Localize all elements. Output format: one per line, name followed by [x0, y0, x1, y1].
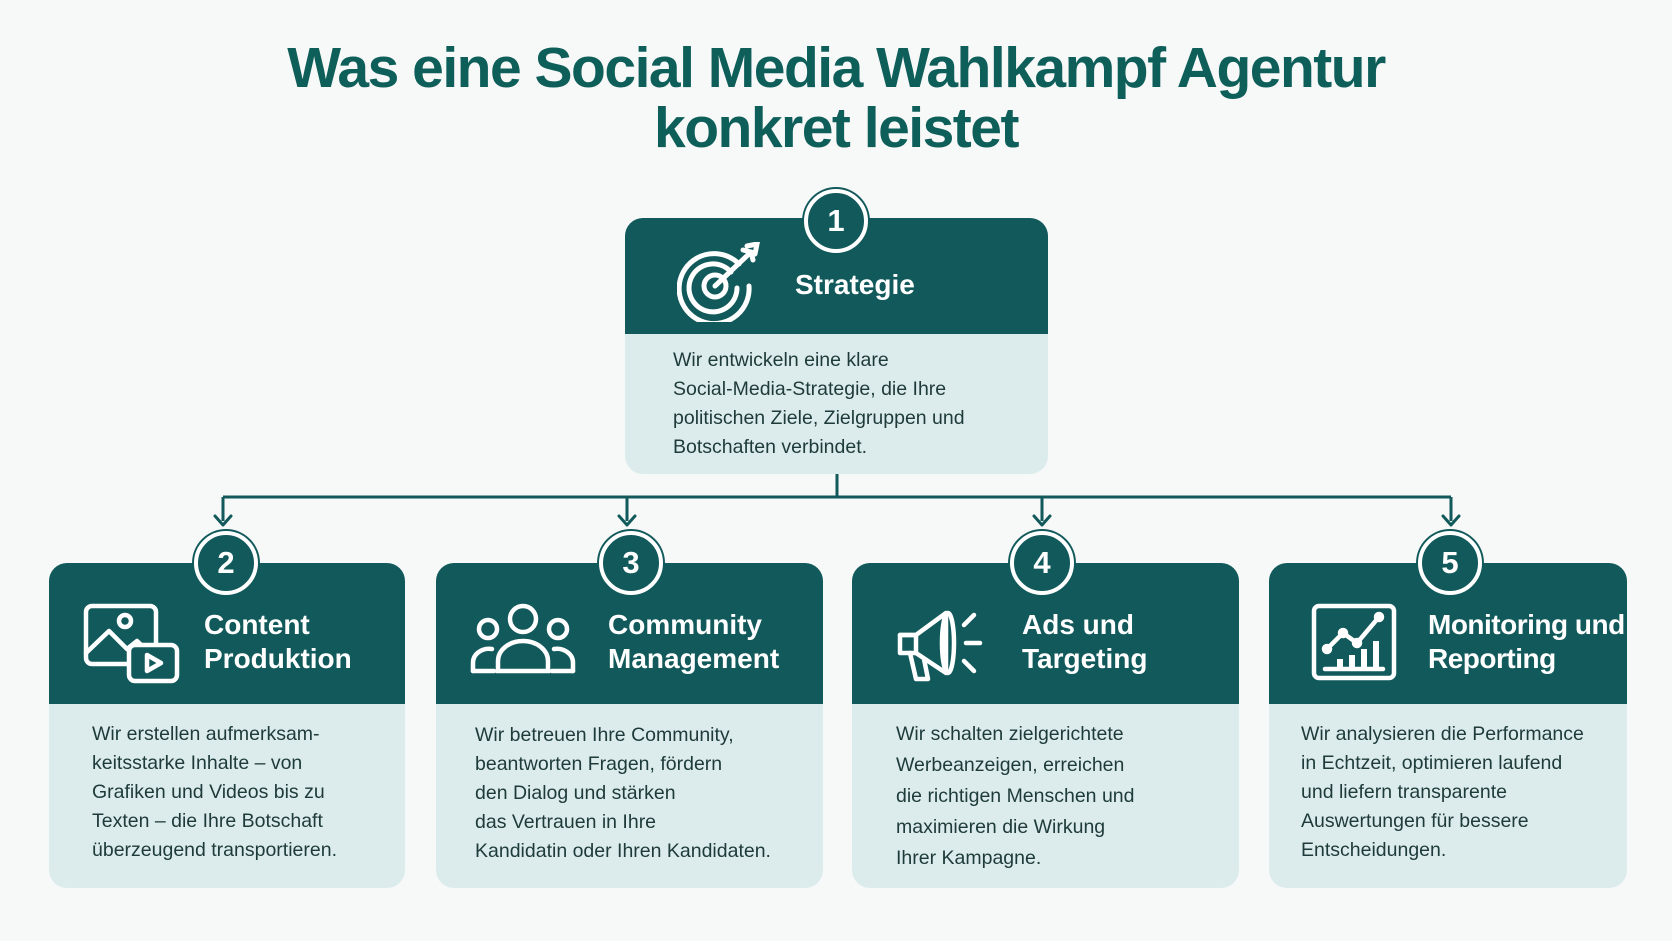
target-icon	[676, 240, 763, 327]
card-title: Ads und Targeting	[1022, 609, 1148, 674]
arrowhead-4	[1032, 514, 1052, 527]
step-badge-3: 3	[599, 531, 663, 595]
community-icon	[470, 601, 576, 680]
arrowhead-5	[1441, 514, 1461, 527]
card-community-management: Community Management Wir betreuen Ihre C…	[436, 563, 823, 888]
arrowhead-3	[617, 514, 637, 527]
step-badge-2: 2	[194, 531, 258, 595]
card-monitoring-reporting: Monitoring und Reporting Wir analysieren…	[1269, 563, 1627, 888]
card-ads-targeting: Ads und Targeting Wir schalten zielgeric…	[852, 563, 1239, 888]
title-line-2: konkret leistet	[654, 96, 1019, 160]
media-content-icon	[83, 603, 181, 690]
card-strategie: Strategie Wir entwickeln eine klare Soci…	[625, 218, 1048, 474]
title-line-1: Was eine Social Media Wahlkampf Agentur	[287, 36, 1386, 100]
card-description: Wir betreuen Ihre Community, beantworten…	[475, 724, 771, 862]
arrowhead-2	[213, 514, 233, 527]
card-title: Community Management	[608, 609, 780, 674]
page-title: Was eine Social Media Wahlkampf Agentur …	[0, 38, 1672, 158]
step-badge-1: 1	[804, 189, 868, 253]
step-badge-5: 5	[1418, 531, 1482, 595]
card-title: Monitoring und Reporting	[1428, 609, 1625, 674]
card-description: Wir analysieren die Performance in Echtz…	[1301, 723, 1584, 861]
card-title: Content Produktion	[204, 609, 352, 674]
card-title: Strategie	[795, 269, 915, 300]
step-badge-4: 4	[1010, 531, 1074, 595]
card-content-produktion: Content Produktion Wir erstellen aufmerk…	[49, 563, 405, 888]
megaphone-icon	[894, 601, 986, 690]
card-description: Wir schalten zielgerichtete Werbeanzeige…	[896, 723, 1135, 869]
card-header: Strategie	[625, 218, 1048, 334]
analytics-chart-icon	[1311, 603, 1397, 686]
card-description: Wir entwickeln eine klare Social-Media-S…	[673, 349, 965, 458]
card-description: Wir erstellen aufmerksam- keitsstarke In…	[92, 723, 337, 861]
